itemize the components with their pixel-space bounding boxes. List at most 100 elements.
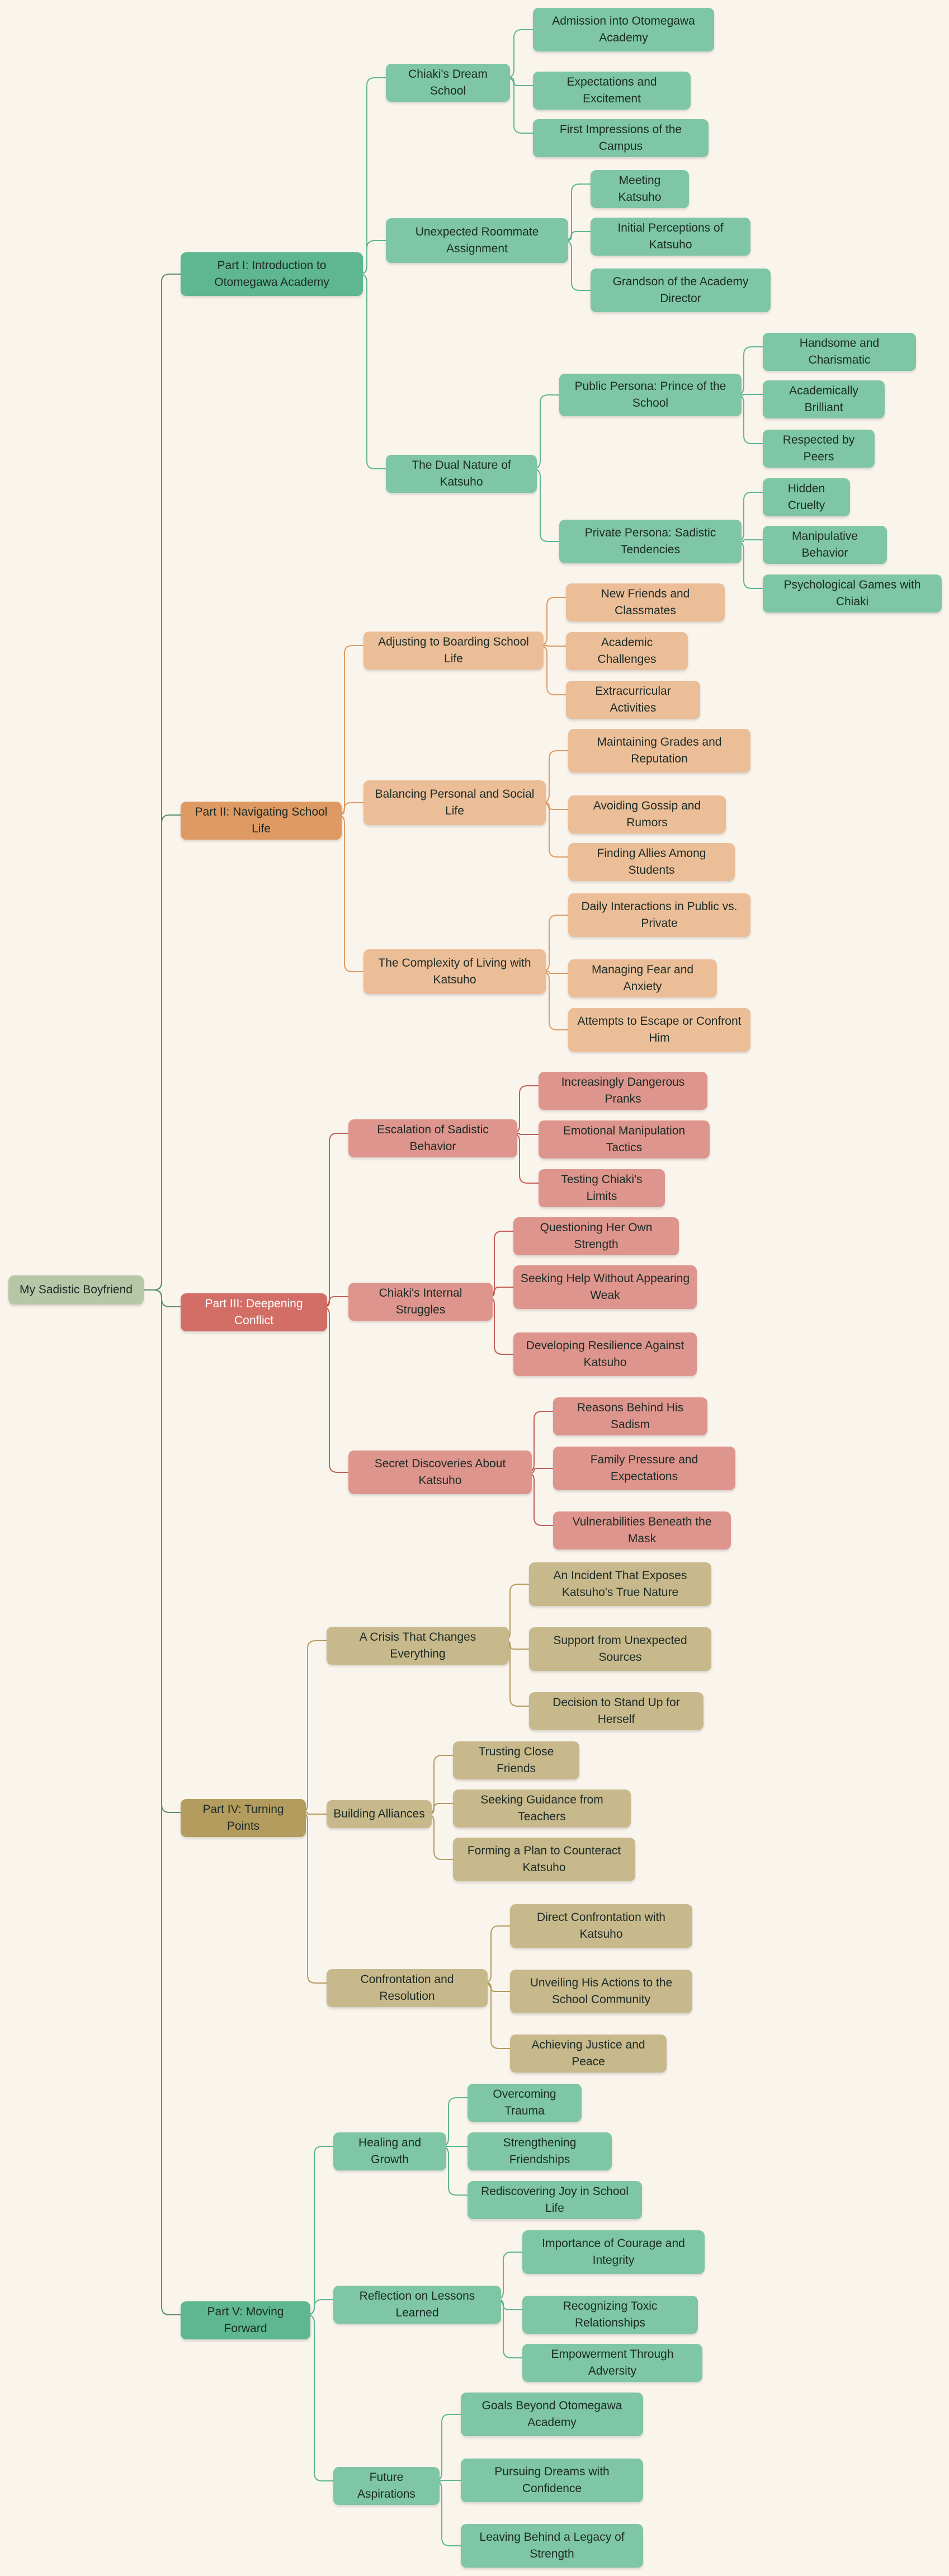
edge-p1c1-to-p1c1c1 — [545, 802, 568, 810]
edge-p0c1-to-p0c1c1 — [566, 231, 591, 241]
edge-p1-to-p1c2 — [336, 814, 363, 972]
topic-node-strengthening-friendships: Strengthening Friendships — [468, 2132, 612, 2170]
topic-node-new-friends-and-classmates: New Friends and Classmates — [566, 583, 725, 621]
topic-node-vulnerabilities-beneath-the-mask: Vulnerabilities Beneath the Mask — [553, 1511, 731, 1550]
part-node-part-iv-turning-points: Part IV: Turning Points — [181, 1799, 306, 1837]
topic-node-an-incident-that-exposes-katsuho-s-true-: An Incident That Exposes Katsuho's True … — [529, 1562, 711, 1606]
topic-node-increasingly-dangerous-pranks: Increasingly Dangerous Pranks — [539, 1072, 707, 1110]
topic-node-hidden-cruelty: Hidden Cruelty — [763, 478, 850, 516]
topic-node-finding-allies-among-students: Finding Allies Among Students — [568, 843, 735, 881]
edge-p4-to-p4c1 — [306, 2299, 333, 2315]
topic-node-handsome-and-charismatic: Handsome and Charismatic — [763, 333, 916, 371]
part-node-part-i-introduction-to-otomegawa-academy: Part I: Introduction to Otomegawa Academ… — [181, 252, 363, 296]
topic-node-empowerment-through-adversity: Empowerment Through Adversity — [522, 2344, 702, 2382]
edge-p1c2-to-p1c2c1 — [546, 971, 568, 974]
edge-p1-to-p1c0 — [336, 645, 363, 816]
topic-node-managing-fear-and-anxiety: Managing Fear and Anxiety — [568, 959, 717, 997]
topic-node-academically-brilliant: Academically Brilliant — [763, 380, 885, 418]
edge-p0c2c1-to-p0c2c1c1 — [742, 539, 763, 542]
edge-p0-to-p0c2 — [358, 274, 386, 469]
section-node-secret-discoveries-about-katsuho: Secret Discoveries About Katsuho — [348, 1451, 532, 1494]
edge-p2-to-p2c1 — [324, 1296, 348, 1307]
root-node-my-sadistic-boyfriend: My Sadistic Boyfriend — [8, 1275, 144, 1305]
section-node-reflection-on-lessons-learned: Reflection on Lessons Learned — [333, 2286, 501, 2324]
topic-node-goals-beyond-otomegawa-academy: Goals Beyond Otomegawa Academy — [461, 2393, 643, 2436]
edge-p3c1-to-p3c1c1 — [428, 1803, 453, 1815]
section-node-balancing-personal-and-social-life: Balancing Personal and Social Life — [363, 780, 546, 825]
topic-node-testing-chiaki-s-limits: Testing Chiaki's Limits — [539, 1169, 665, 1207]
edge-p0-to-p0c1 — [358, 240, 386, 275]
edge-p4-to-p4c0 — [306, 2146, 333, 2315]
section-node-chiaki-s-internal-struggles: Chiaki's Internal Struggles — [348, 1283, 493, 1321]
edge-p0c2c0-to-p0c2c0c1 — [742, 394, 763, 395]
topic-node-leaving-behind-a-legacy-of-strength: Leaving Behind a Legacy of Strength — [461, 2524, 643, 2568]
section-node-the-dual-nature-of-katsuho: The Dual Nature of Katsuho — [386, 455, 537, 493]
edge-p4c2-to-p4c2c1 — [440, 2480, 461, 2481]
topic-node-avoiding-gossip-and-rumors: Avoiding Gossip and Rumors — [568, 795, 726, 833]
topic-node-decision-to-stand-up-for-herself: Decision to Stand Up for Herself — [529, 1692, 704, 1730]
edge-p2c0-to-p2c0c1 — [517, 1133, 539, 1135]
topic-node-meeting-katsuho: Meeting Katsuho — [591, 170, 689, 208]
topic-node-manipulative-behavior: Manipulative Behavior — [763, 526, 887, 564]
edge-root-to-p4 — [144, 1289, 181, 2315]
topic-node-pursuing-dreams-with-confidence: Pursuing Dreams with Confidence — [461, 2459, 643, 2502]
edge-p4c1-to-p4c1c1 — [498, 2299, 522, 2310]
section-node-building-alliances: Building Alliances — [327, 1800, 432, 1828]
edge-p3-to-p3c2 — [299, 1812, 327, 1984]
topic-node-public-persona-prince-of-the-school: Public Persona: Prince of the School — [559, 374, 742, 416]
topic-node-private-persona-sadistic-tendencies: Private Persona: Sadistic Tendencies — [559, 520, 742, 563]
edge-p0c0-to-p0c0c1 — [509, 77, 533, 86]
edge-p0c0-to-p0c0c0 — [506, 29, 533, 78]
section-node-unexpected-roommate-assignment: Unexpected Roommate Assignment — [386, 218, 568, 263]
edge-p3-to-p3c1 — [306, 1812, 327, 1815]
topic-node-attempts-to-escape-or-confront-him: Attempts to Escape or Confront Him — [568, 1008, 750, 1052]
topic-node-unveiling-his-actions-to-the-school-comm: Unveiling His Actions to the School Comm… — [510, 1970, 692, 2013]
topic-node-seeking-guidance-from-teachers: Seeking Guidance from Teachers — [453, 1789, 631, 1828]
topic-node-maintaining-grades-and-reputation: Maintaining Grades and Reputation — [568, 729, 750, 773]
section-node-healing-and-growth: Healing and Growth — [333, 2132, 446, 2170]
topic-node-questioning-her-own-strength: Questioning Her Own Strength — [513, 1217, 679, 1255]
part-node-part-ii-navigating-school-life: Part II: Navigating School Life — [181, 802, 342, 840]
topic-node-emotional-manipulation-tactics: Emotional Manipulation Tactics — [539, 1120, 710, 1159]
topic-node-seeking-help-without-appearing-weak: Seeking Help Without Appearing Weak — [513, 1265, 697, 1309]
part-node-part-iii-deepening-conflict: Part III: Deepening Conflict — [181, 1293, 327, 1331]
topic-node-recognizing-toxic-relationships: Recognizing Toxic Relationships — [522, 2296, 698, 2334]
topic-node-initial-perceptions-of-katsuho: Initial Perceptions of Katsuho — [591, 218, 750, 256]
section-node-future-aspirations: Future Aspirations — [333, 2467, 440, 2505]
topic-node-achieving-justice-and-peace: Achieving Justice and Peace — [510, 2035, 667, 2073]
topic-node-support-from-unexpected-sources: Support from Unexpected Sources — [529, 1627, 711, 1671]
topic-node-trusting-close-friends: Trusting Close Friends — [453, 1741, 579, 1779]
edge-p2c2-to-p2c2c1 — [532, 1468, 553, 1473]
edge-p4-to-p4c2 — [306, 2314, 333, 2481]
topic-node-admission-into-otomegawa-academy: Admission into Otomegawa Academy — [533, 8, 714, 51]
section-node-adjusting-to-boarding-school-life: Adjusting to Boarding School Life — [363, 632, 544, 670]
topic-node-developing-resilience-against-katsuho: Developing Resilience Against Katsuho — [513, 1332, 697, 1376]
topic-node-psychological-games-with-chiaki: Psychological Games with Chiaki — [763, 574, 942, 613]
topic-node-expectations-and-excitement: Expectations and Excitement — [533, 72, 691, 110]
edge-p2c1-to-p2c1c1 — [489, 1287, 513, 1297]
edge-root-to-p1 — [144, 814, 181, 1291]
topic-node-first-impressions-of-the-campus: First Impressions of the Campus — [533, 119, 709, 157]
section-node-escalation-of-sadistic-behavior: Escalation of Sadistic Behavior — [348, 1119, 517, 1157]
section-node-the-complexity-of-living-with-katsuho: The Complexity of Living with Katsuho — [363, 949, 546, 994]
topic-node-rediscovering-joy-in-school-life: Rediscovering Joy in School Life — [468, 2181, 642, 2219]
topic-node-forming-a-plan-to-counteract-katsuho: Forming a Plan to Counteract Katsuho — [453, 1838, 635, 1881]
topic-node-direct-confrontation-with-katsuho: Direct Confrontation with Katsuho — [510, 1904, 692, 1948]
edge-p3-to-p3c0 — [299, 1640, 327, 1813]
edge-p0-to-p0c0 — [358, 77, 386, 275]
section-node-confrontation-and-resolution: Confrontation and Resolution — [327, 1969, 488, 2007]
topic-node-respected-by-peers: Respected by Peers — [763, 430, 875, 468]
topic-node-overcoming-trauma: Overcoming Trauma — [468, 2084, 582, 2122]
topic-node-importance-of-courage-and-integrity: Importance of Courage and Integrity — [522, 2230, 705, 2274]
section-node-chiaki-s-dream-school: Chiaki's Dream School — [386, 64, 510, 102]
topic-node-grandson-of-the-academy-director: Grandson of the Academy Director — [591, 269, 771, 312]
section-node-a-crisis-that-changes-everything: A Crisis That Changes Everything — [327, 1627, 509, 1665]
topic-node-reasons-behind-his-sadism: Reasons Behind His Sadism — [553, 1397, 707, 1435]
edge-p2-to-p2c0 — [321, 1133, 348, 1307]
topic-node-family-pressure-and-expectations: Family Pressure and Expectations — [553, 1447, 735, 1490]
topic-node-academic-challenges: Academic Challenges — [566, 632, 688, 670]
topic-node-extracurricular-activities: Extracurricular Activities — [566, 681, 700, 719]
edge-p2-to-p2c2 — [321, 1306, 348, 1473]
part-node-part-v-moving-forward: Part V: Moving Forward — [181, 2301, 310, 2339]
